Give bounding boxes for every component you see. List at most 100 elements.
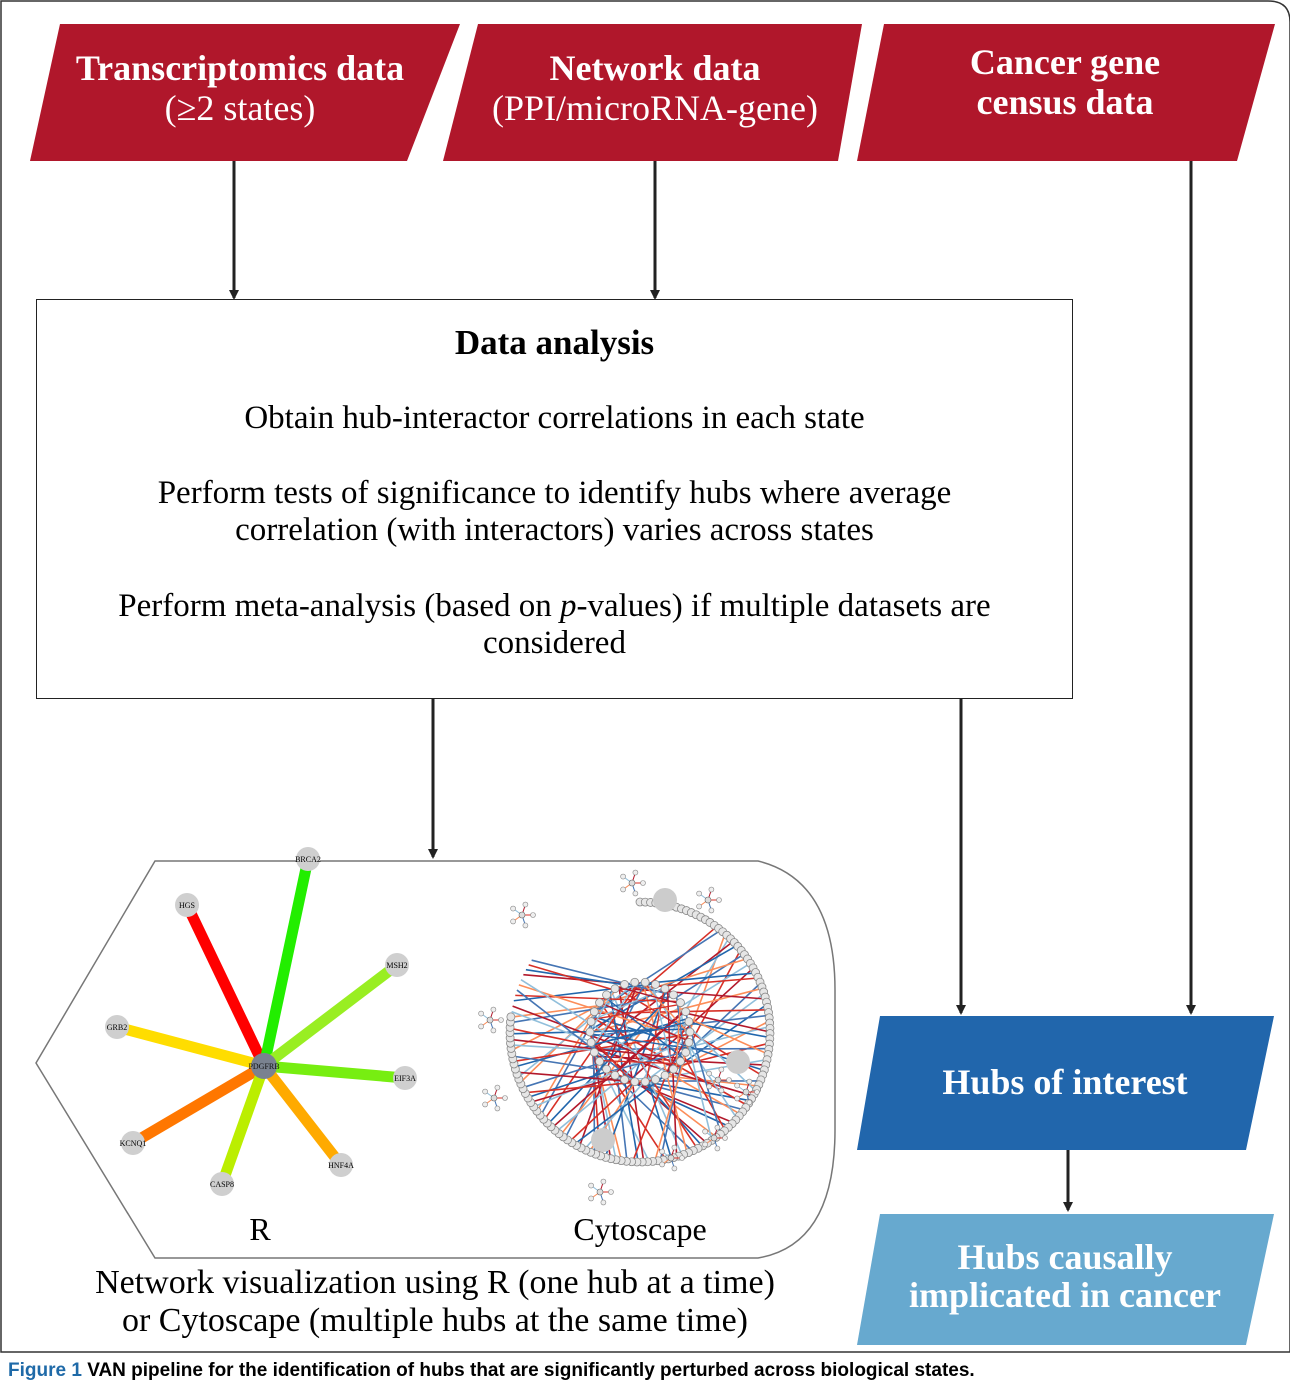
cyto-edge bbox=[686, 1012, 771, 1033]
cyto-edge bbox=[589, 1033, 688, 1049]
cyto-node bbox=[714, 1076, 722, 1084]
cyto-node bbox=[660, 984, 670, 994]
cyto-node bbox=[651, 1075, 660, 1084]
cyto-node bbox=[746, 1078, 753, 1085]
cyto-node bbox=[669, 1064, 678, 1074]
cyto-node bbox=[714, 1145, 721, 1152]
r-edge-kcnq1 bbox=[130, 1061, 267, 1148]
transcriptomics-label: Transcriptomics data (≥2 states) bbox=[50, 48, 430, 128]
cyto-node bbox=[588, 1182, 594, 1189]
cyto-edge bbox=[512, 1005, 676, 1069]
r-hub-label: PDGFRB bbox=[248, 1062, 279, 1071]
r-node-grb2 bbox=[105, 1015, 129, 1039]
cyto-node bbox=[710, 1134, 718, 1142]
cyto-node bbox=[671, 1165, 678, 1172]
causal-line1: Hubs causally bbox=[957, 1237, 1173, 1277]
causal-shape bbox=[857, 1214, 1274, 1345]
cyto-edge bbox=[649, 972, 756, 984]
cyto-edge bbox=[597, 957, 748, 1007]
cyto-node bbox=[478, 1023, 484, 1030]
analysis-step3-italic: p bbox=[560, 588, 577, 624]
cyto-node bbox=[510, 905, 516, 912]
cyto-node bbox=[628, 879, 636, 887]
cyto-node bbox=[684, 1037, 694, 1047]
analysis-step3-post: -values) if multiple datasets are bbox=[576, 588, 991, 624]
analysis-step1: Obtain hub-interactor correlations in ea… bbox=[244, 400, 865, 436]
r-node-label-hgs: HGS bbox=[179, 901, 195, 910]
r-node-label-hnf4a: HNF4A bbox=[328, 1161, 354, 1170]
cancer-census-line1: Cancer gene bbox=[969, 42, 1161, 82]
cyto-node bbox=[522, 922, 529, 929]
cyto-node bbox=[620, 873, 626, 880]
cyto-edge bbox=[525, 968, 624, 986]
cyto-edge bbox=[509, 1027, 593, 1047]
cyto-node bbox=[589, 1047, 599, 1057]
cyto-node bbox=[702, 1141, 708, 1148]
cyto-node bbox=[718, 1066, 725, 1073]
hubs-of-interest-label: Hubs of interest bbox=[942, 1062, 1188, 1102]
cancer-census-shape bbox=[857, 24, 1275, 161]
cyto-edge bbox=[591, 1021, 690, 1046]
cyto-node bbox=[506, 1012, 516, 1022]
cyto-node bbox=[640, 1077, 650, 1087]
cyto-node bbox=[620, 1075, 629, 1084]
cyto-node bbox=[708, 886, 715, 893]
cyto-node bbox=[706, 1083, 712, 1090]
network-shape bbox=[443, 24, 862, 161]
cyto-node bbox=[630, 1077, 640, 1087]
causal-label: Hubs causally implicated in cancer bbox=[870, 1238, 1260, 1314]
cyto-edge bbox=[612, 977, 759, 992]
cyto-edge bbox=[603, 996, 684, 1059]
cyto-node bbox=[640, 880, 646, 886]
network-label: Network data (PPI/microRNA-gene) bbox=[460, 48, 850, 128]
r-edge-hnf4a bbox=[259, 1062, 346, 1169]
cyto-edge bbox=[531, 959, 675, 997]
cyto-edge bbox=[520, 979, 669, 1074]
cyto-edge bbox=[513, 983, 654, 1002]
r-edge-grb2 bbox=[115, 1021, 266, 1072]
r-node-hgs bbox=[175, 893, 199, 917]
cyto-hub-node bbox=[653, 888, 677, 912]
cyto-node bbox=[671, 1144, 678, 1151]
cyto-node bbox=[659, 1148, 665, 1155]
cyto-node bbox=[660, 1070, 670, 1080]
r-node-label-eif3a: EIF3A bbox=[394, 1074, 416, 1083]
r-node-msh2 bbox=[385, 953, 409, 977]
visualization-caption: Network visualization using R (one hub a… bbox=[20, 1264, 850, 1340]
cyto-edge bbox=[647, 1081, 673, 1159]
r-node-label-msh2: MSH2 bbox=[386, 961, 407, 970]
r-edge-eif3a bbox=[263, 1060, 406, 1084]
cyto-node bbox=[684, 1017, 694, 1027]
data-analysis-box: Data analysis Obtain hub-interactor corr… bbox=[36, 299, 1073, 699]
cyto-node bbox=[742, 1088, 750, 1096]
cyto-node bbox=[586, 1037, 596, 1047]
cyto-node bbox=[588, 1195, 594, 1202]
r-node-casp8 bbox=[210, 1172, 234, 1196]
cyto-node bbox=[669, 990, 678, 1000]
cyto-edge bbox=[675, 953, 745, 999]
cyto-edge bbox=[530, 1075, 618, 1104]
cyto-node bbox=[482, 1101, 488, 1108]
r-edge-casp8 bbox=[216, 1064, 270, 1186]
visualization-caption-line1: Network visualization using R (one hub a… bbox=[95, 1264, 775, 1301]
cyto-edge bbox=[683, 1055, 726, 1131]
cyto-edge bbox=[524, 1080, 651, 1094]
cancer-census-line2: census data bbox=[976, 82, 1154, 122]
analysis-step3-pre: Perform meta-analysis (based on bbox=[118, 588, 560, 624]
cyto-node bbox=[726, 1077, 732, 1083]
analysis-step2-line1: Perform tests of significance to identif… bbox=[157, 475, 952, 511]
cyto-node bbox=[502, 1095, 508, 1101]
cyto-node bbox=[640, 977, 650, 987]
hubs-of-interest-shape bbox=[857, 1016, 1274, 1150]
cyto-node bbox=[478, 1010, 484, 1017]
cyto-node bbox=[589, 1007, 599, 1017]
cyto-edge bbox=[510, 1005, 598, 1018]
cyto-node bbox=[600, 1178, 607, 1185]
cyto-node bbox=[490, 1094, 498, 1102]
cyto-edge bbox=[516, 1071, 635, 1083]
cyto-edge bbox=[643, 1081, 717, 1138]
r-node-hnf4a bbox=[329, 1153, 353, 1177]
cyto-node bbox=[494, 1105, 501, 1112]
cyto-node bbox=[681, 1007, 691, 1017]
